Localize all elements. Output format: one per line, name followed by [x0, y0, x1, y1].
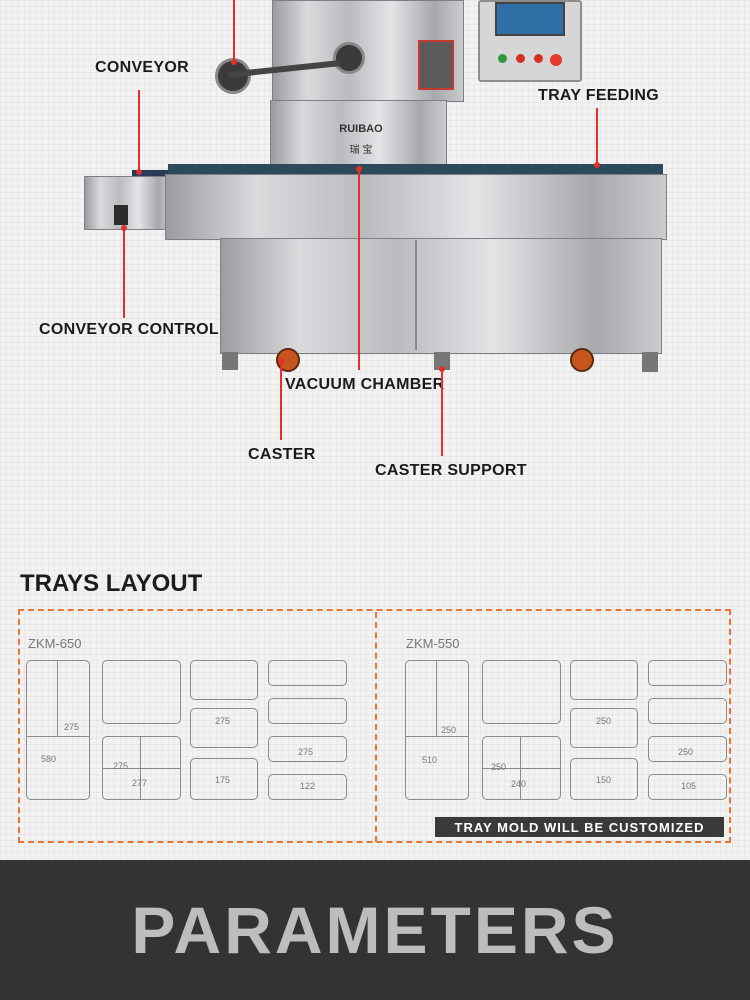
red-motor-unit	[418, 40, 454, 90]
tray-quad-h	[102, 768, 181, 769]
film-roll-right	[333, 42, 365, 74]
leader-dot-conveyor	[136, 169, 142, 175]
tray-strip-4	[268, 774, 347, 800]
caster-wheel-right	[570, 348, 594, 372]
dim-right-5: 250	[596, 716, 612, 726]
vacuum-chamber-head: RUIBAO 瑞 宝	[270, 100, 447, 176]
ruibao-logo: RUIBAO	[339, 123, 383, 135]
panel-button-red-1	[516, 54, 525, 63]
tray-strip-3	[268, 736, 347, 762]
control-panel	[478, 0, 582, 82]
callout-vacuum-chamber: VACUUM CHAMBER	[285, 376, 445, 393]
dim-right-3: 250	[491, 762, 507, 772]
dim-left-2: 580	[41, 754, 57, 764]
leader-dot-caster	[278, 358, 284, 364]
dim-left-3: 275	[113, 761, 129, 771]
tray-strip-2	[268, 698, 347, 724]
leader-dot-top	[231, 59, 237, 65]
machine-top-body	[165, 174, 667, 240]
tray-single-tall-r	[405, 660, 469, 800]
tray-tall-divider	[57, 660, 58, 736]
tray-half-bottom-r	[570, 758, 638, 800]
callout-caster: CASTER	[248, 446, 316, 463]
dim-right-4: 240	[511, 779, 527, 789]
dim-right-6: 150	[596, 775, 612, 785]
cabinet-door-seam	[415, 240, 417, 350]
leveling-foot-right	[642, 352, 658, 372]
tray-single-tall	[26, 660, 90, 800]
dim-left-7: 275	[298, 747, 314, 757]
tray-tall-split-r	[405, 736, 469, 737]
dim-right-7: 250	[678, 747, 694, 757]
dim-right-2: 510	[422, 755, 438, 765]
dim-right-1: 250	[441, 725, 457, 735]
leader-tray-feeding	[596, 108, 598, 166]
callout-conveyor-control: CONVEYOR CONTROL	[39, 321, 219, 338]
tray-quad-v	[140, 736, 141, 800]
leader-conveyor-control	[123, 228, 125, 318]
dim-left-5: 275	[215, 716, 231, 726]
tray-half-mid	[190, 708, 258, 748]
tray-half-top	[190, 660, 258, 700]
ruibao-logo-cn: 瑞 宝	[349, 145, 373, 156]
dim-left-8: 122	[300, 781, 316, 791]
tray-strip-4-r	[648, 774, 727, 800]
tray-half-mid-r	[570, 708, 638, 748]
dim-left-6: 175	[215, 775, 231, 785]
tray-tall-split	[26, 736, 90, 737]
model-label-right: ZKM-550	[406, 636, 460, 651]
tray-strip-1-r	[648, 660, 727, 686]
dim-left-4: 277	[132, 778, 148, 788]
conveyor-control-box	[114, 205, 128, 225]
callout-caster-support: CASTER SUPPORT	[375, 462, 527, 479]
tray-track	[168, 164, 663, 176]
machine-cabinet	[220, 238, 662, 354]
model-label-left: ZKM-650	[28, 636, 82, 651]
tray-large-square	[102, 660, 181, 724]
tray-half-bottom	[190, 758, 258, 800]
parameters-title: PARAMETERS	[131, 893, 619, 967]
tray-quad-h-r	[482, 768, 561, 769]
touch-screen	[495, 2, 565, 36]
customized-notice: TRAY MOLD WILL BE CUSTOMIZED	[435, 817, 724, 837]
leader-top	[233, 0, 235, 62]
conveyor-belt	[132, 170, 172, 178]
parameters-banner: PARAMETERS	[0, 860, 750, 1000]
dim-right-8: 105	[681, 781, 697, 791]
trays-layout-frame	[18, 609, 731, 843]
tray-strip-3-r	[648, 736, 727, 762]
trays-layout-divider	[375, 612, 377, 842]
callout-tray-feeding: TRAY FEEDING	[538, 87, 659, 104]
leader-dot-vacuum-chamber	[356, 166, 362, 172]
tray-strip-2-r	[648, 698, 727, 724]
callout-conveyor: CONVEYOR	[95, 59, 189, 76]
leader-caster-support	[441, 370, 443, 456]
leveling-foot-left	[222, 352, 238, 370]
trays-layout-title: TRAYS LAYOUT	[20, 570, 203, 597]
leveling-foot-mid	[434, 352, 450, 370]
leader-caster	[280, 362, 282, 440]
tray-tall-divider-r	[436, 660, 437, 736]
panel-button-green	[498, 54, 507, 63]
tray-half-top-r	[570, 660, 638, 700]
leader-dot-tray-feeding	[594, 162, 600, 168]
panel-button-red-3	[550, 54, 562, 66]
tray-strip-1	[268, 660, 347, 686]
dim-left-1: 275	[64, 722, 80, 732]
tray-large-square-r	[482, 660, 561, 724]
leader-dot-conveyor-control	[121, 225, 127, 231]
leader-conveyor	[138, 90, 140, 172]
infeed-conveyor	[84, 176, 172, 230]
tray-quad-v-r	[520, 736, 521, 800]
leader-vacuum-chamber	[358, 170, 360, 370]
panel-button-red-2	[534, 54, 543, 63]
leader-dot-caster-support	[439, 366, 445, 372]
